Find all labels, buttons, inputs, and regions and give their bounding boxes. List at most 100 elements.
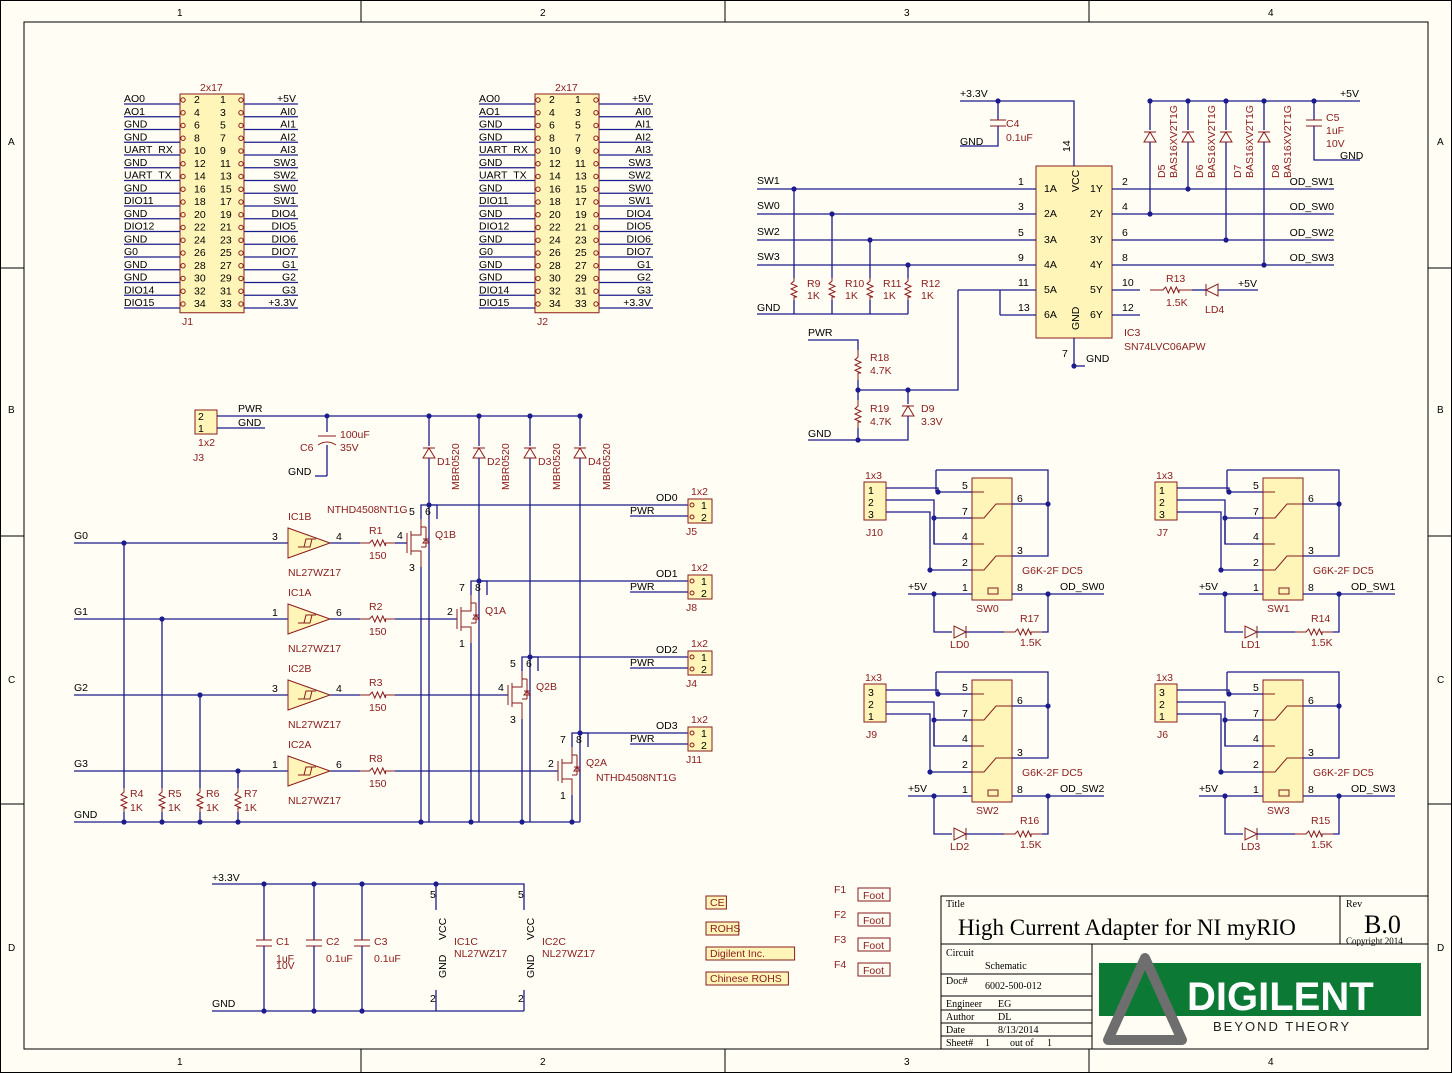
pin-marker [535,97,541,103]
pin-number: 5 [409,506,415,518]
r19-value: 4.7K [870,416,892,428]
relay-contacts [972,491,1012,571]
relay-res-value: 1.5K [1020,637,1042,649]
wire [1333,594,1340,633]
relay-led [953,625,968,639]
resistor-symbol [865,278,875,300]
relay-led-ref: LD2 [950,841,969,853]
date-label: Date [946,1025,965,1036]
junction-dot [569,819,575,825]
pin-net-right: DIO7 [626,246,651,258]
pin-number: 8 [549,132,555,144]
pin-name: 2A [1044,208,1057,220]
pulldown-ref: R4 [130,788,144,800]
j3-ref: J3 [193,452,204,464]
diode-part: MBR0520 [450,443,462,490]
pin-number: 5 [575,120,581,132]
cap-ref: C3 [374,936,388,948]
c6-ref: C6 [300,442,314,454]
wire [1303,706,1340,759]
pin-number: 19 [220,209,232,221]
resistor-symbol [853,350,863,380]
pin-net-left: GND [124,157,148,169]
od-net: OD_SW1 [1351,581,1396,593]
relay-coil [987,587,999,595]
pin-marker [689,514,695,520]
od-net: OD_SW2 [1060,783,1105,795]
col-label: 3 [904,8,910,19]
pin-marker [180,288,186,294]
pin-net-right: G2 [637,272,651,284]
pin-marker [238,110,244,116]
relay-part: G6K-2F DC5 [1022,767,1083,779]
tag-text: Chinese ROHS [710,973,782,985]
pulldown-value: 1K [130,802,143,814]
header-ref: J1 [182,316,193,328]
foot-box [857,887,891,902]
wire [1303,504,1340,557]
pin-marker [238,301,244,307]
clamp-ref: D6 [1194,164,1206,178]
net-gnd: GND [1086,353,1110,365]
connector-ref: J7 [1157,527,1168,539]
jack-type: 1x2 [691,714,708,726]
resistor-symbol [360,614,395,624]
pin-number: 26 [549,247,561,259]
pin-marker [689,578,695,584]
pin-number: 3 [409,562,415,574]
res-value: 150 [369,702,387,714]
pin-net-right: SW0 [273,182,296,194]
pin-number: 7 [1253,506,1259,518]
circuit-label: Circuit [946,948,974,959]
pin-net-right: SW0 [628,182,651,194]
ic3-ref: IC3 [1124,327,1141,339]
input-net: G1 [74,606,88,618]
ic3-body [1035,165,1113,339]
junction-dot [1147,211,1153,217]
pin-marker [180,212,186,218]
pin-marker [180,301,186,307]
pin-number: 6 [1017,493,1023,505]
wire [1224,594,1243,633]
jack-type: 1x2 [691,638,708,650]
junction-dot [1218,769,1224,775]
pin-number: 25 [220,247,232,259]
ic-ref: IC2C [542,936,566,948]
pin-marker [593,224,599,231]
jack-type: 1x2 [691,562,708,574]
pin-net-right: AI2 [635,131,651,143]
pin-number: 3 [1308,545,1314,557]
od-net: OD0 [656,492,678,504]
circuit-value: Schematic [985,961,1027,972]
pull-value: 1K [921,290,934,302]
pin-number: 4 [397,530,403,542]
pin-number: 23 [575,234,587,246]
pin-marker [180,110,186,116]
input-net: G0 [74,530,88,542]
col-label: 1 [177,1057,183,1068]
pin-number: 2 [701,740,707,752]
pin-number: 1 [220,94,226,106]
ic-ref: IC2B [288,663,311,675]
pin-number: 2 [1122,176,1128,188]
pin-number: 8 [1017,582,1023,594]
clamp-diode [1219,131,1233,143]
pin-number: 3 [1308,747,1314,759]
mosfet-leads [461,595,472,643]
pin-marker [238,122,244,129]
pin-number: 32 [549,285,561,297]
pin-number: 8 [1308,582,1314,594]
resistor-symbol [360,538,395,548]
pin-net-left: GND [479,119,503,131]
foot-ref: F3 [834,934,846,946]
pin-number: 2 [549,94,555,106]
pin-number: 7 [560,734,566,746]
pin-net-left: AO0 [479,93,500,105]
col-label: 2 [540,8,546,19]
pin-net-left: GND [124,119,148,131]
wire [1012,706,1049,759]
pin-net-right: DIO4 [626,208,651,220]
wire [886,499,972,545]
